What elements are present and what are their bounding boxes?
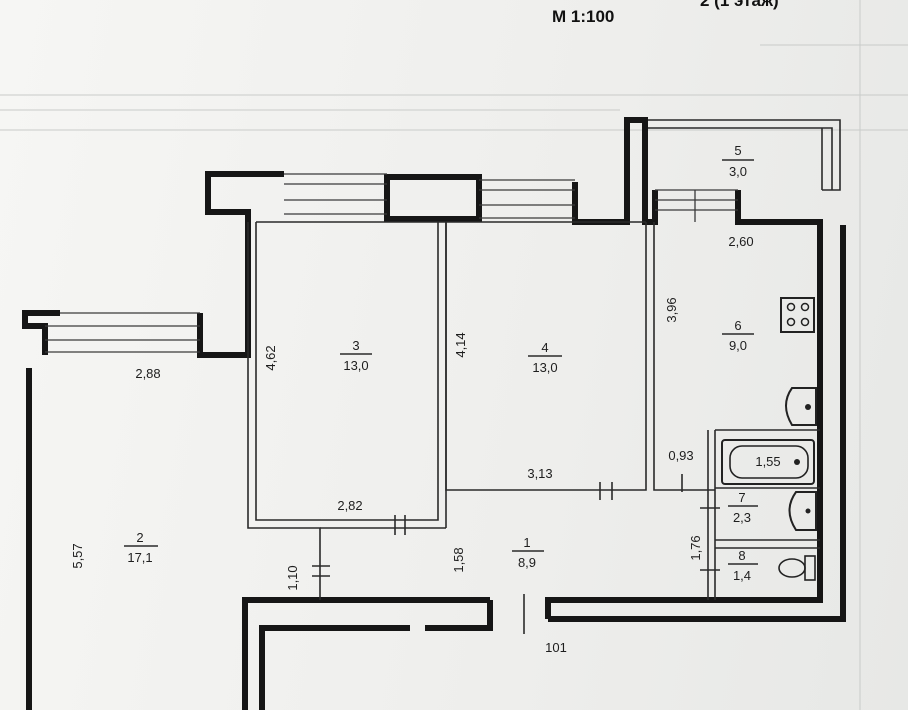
stair-label: 101 (545, 640, 567, 655)
dimension-3-96: 3,96 (664, 297, 679, 322)
bathtub-icon (721, 439, 815, 485)
room-1-number: 1 (523, 535, 530, 550)
room-1-area: 8,9 (518, 555, 536, 570)
washbasin-icon (788, 491, 817, 531)
dimension-2-88: 2,88 (135, 366, 160, 381)
dimension-5-57: 5,57 (70, 543, 85, 568)
room-4-area: 13,0 (532, 360, 557, 375)
room-labels: 2 17,1 3 13,0 4 13,0 5 3,0 6 9,0 7 2,3 8… (124, 143, 758, 583)
dimension-3-13: 3,13 (527, 466, 552, 481)
room-5-area: 3,0 (729, 164, 747, 179)
room-7-area: 2,3 (733, 510, 751, 525)
door-marks (312, 474, 720, 634)
room-2-area: 17,1 (127, 550, 152, 565)
room-8-area: 1,4 (733, 568, 751, 583)
dimension-1-58: 1,58 (451, 547, 466, 572)
room-8-number: 8 (738, 548, 745, 563)
room-5-number: 5 (734, 143, 741, 158)
dimension-2-60: 2,60 (728, 234, 753, 249)
dimension-labels: 2,88 5,57 4,62 2,82 1,10 4,14 3,13 1,58 … (70, 234, 781, 655)
stove-icon (780, 297, 815, 333)
room-7-number: 7 (738, 490, 745, 505)
dimension-4-62: 4,62 (263, 345, 278, 370)
dimension-2-82: 2,82 (337, 498, 362, 513)
bathtub-dimension: 1,55 (755, 454, 780, 469)
room-3-number: 3 (352, 338, 359, 353)
dimension-1-76: 1,76 (688, 535, 703, 560)
room-2-number: 2 (136, 530, 143, 545)
balcony (645, 119, 841, 191)
room-3-area: 13,0 (343, 358, 368, 373)
kitchen-sink-icon (785, 387, 817, 426)
room-6-area: 9,0 (729, 338, 747, 353)
exterior-walls (22, 117, 846, 710)
header-partial-title: 2 (1 этаж) (700, 0, 779, 10)
dimension-0-93: 0,93 (668, 448, 693, 463)
dimension-1-10: 1,10 (285, 565, 300, 590)
interior-partitions (247, 221, 820, 600)
scale-label: М 1:100 (552, 7, 614, 26)
room-4-number: 4 (541, 340, 548, 355)
toilet-icon (778, 555, 816, 581)
room-6-number: 6 (734, 318, 741, 333)
windows (45, 173, 738, 353)
dimension-4-14: 4,14 (453, 332, 468, 357)
